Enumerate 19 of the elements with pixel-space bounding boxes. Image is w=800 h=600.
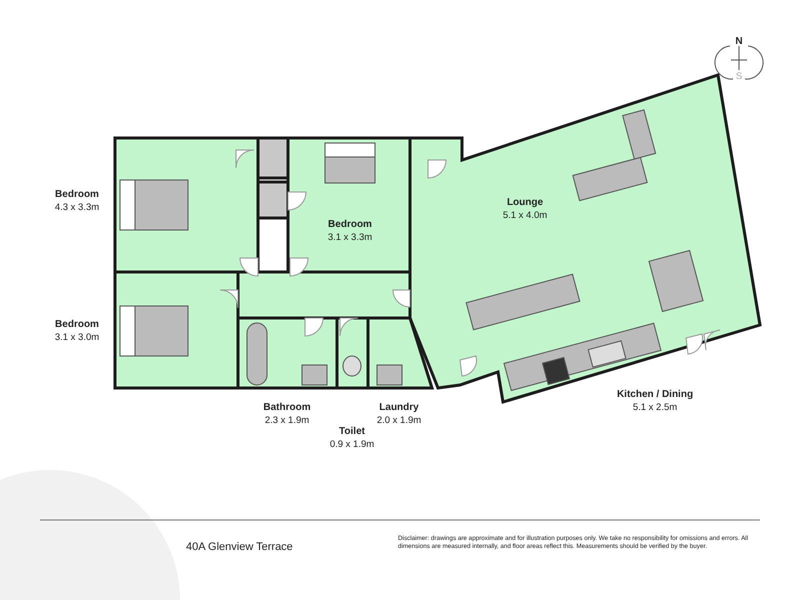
room-name: Toilet [339,426,365,438]
room-dimensions: 2.0 x 1.9m [376,416,422,427]
room-dimensions: 3.1 x 3.3m [328,233,372,244]
property-address: 40A Glenview Terrace [186,541,293,554]
room-dimensions: 5.1 x 4.0m [502,211,548,222]
room-name: Bedroom [55,319,99,330]
compass-letter: S [736,72,742,83]
room-dimensions: 4.3 x 3.3m [54,203,100,214]
room-name: Bathroom [263,402,311,414]
room-dimensions: 0.9 x 1.9m [330,440,374,451]
room-name: Bedroom [328,219,372,230]
compass-letter: N [735,36,743,48]
room-name: Bedroom [55,189,99,200]
room-name: Kitchen / Dining [616,389,694,400]
room-dimensions: 2.3 x 1.9m [264,416,310,427]
room-dimensions: 5.1 x 2.5m [632,403,678,414]
room-name: Lounge [506,197,544,208]
room-dimensions: 3.1 x 3.0m [54,333,100,344]
room-name: Laundry [379,402,419,414]
